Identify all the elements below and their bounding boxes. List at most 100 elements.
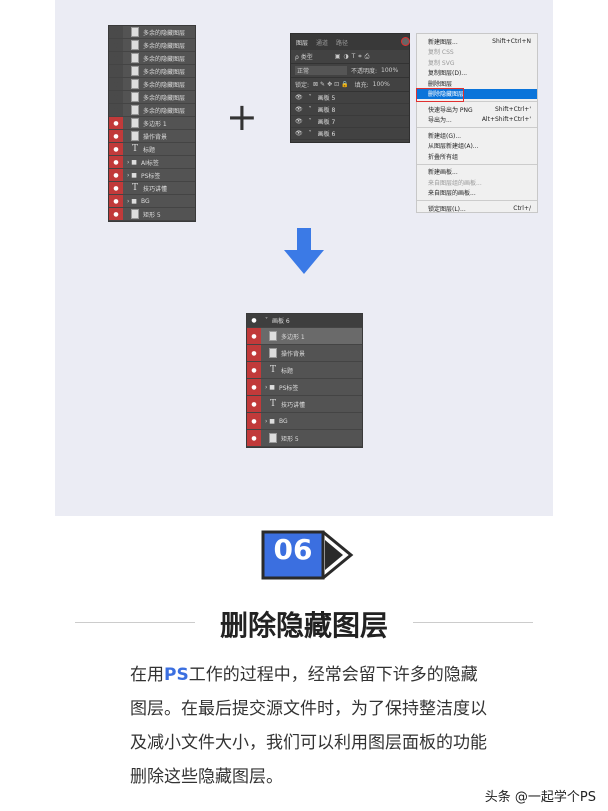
eye-icon[interactable]: ●	[109, 130, 123, 142]
artboard-name: 画板 8	[317, 107, 336, 114]
layer-row[interactable]: ● 多余的隐藏图层	[109, 78, 195, 91]
text-layer-icon: T	[269, 365, 276, 375]
eye-icon[interactable]: ●	[109, 52, 123, 64]
plus-sign: +	[226, 95, 258, 139]
eye-icon[interactable]: ●	[247, 396, 261, 412]
menu-item-label: 来自图层组的画板...	[428, 179, 482, 187]
layers-panel-before: ●多余的隐藏图层●多余的隐藏图层●多余的隐藏图层●多余的隐藏图层●多余的隐藏图层…	[108, 25, 196, 222]
opacity-input[interactable]: 100%	[381, 67, 399, 74]
menu-item[interactable]: 新建图层...Shift+Ctrl+N	[417, 36, 537, 47]
layer-row[interactable]: ●矩形 5	[247, 430, 362, 447]
eye-icon[interactable]: ●	[109, 195, 123, 207]
eye-icon[interactable]: ●	[109, 91, 123, 103]
layer-name: 多余的隐藏图层	[143, 68, 186, 76]
filter-icons[interactable]: ▣◑T⌗⎙	[334, 52, 373, 60]
eye-icon[interactable]: ●	[109, 117, 123, 129]
eye-icon[interactable]: 👁	[295, 94, 303, 101]
layer-name: 多余的隐藏图层	[143, 81, 186, 89]
eye-icon[interactable]: ●	[247, 345, 261, 361]
text-layer-icon: T	[269, 399, 276, 409]
layer-row[interactable]: ●多余的隐藏图层	[109, 104, 195, 117]
layer-row[interactable]: ●矩形 5	[109, 208, 195, 221]
eye-icon[interactable]: ●	[109, 39, 123, 51]
eye-icon[interactable]: ●	[109, 156, 123, 168]
eye-icon[interactable]: ●	[109, 78, 123, 90]
para-text: 在用	[130, 665, 164, 685]
down-arrow-icon	[284, 228, 324, 274]
layer-name: 标题	[143, 146, 156, 154]
menu-separator	[417, 200, 537, 201]
eye-icon[interactable]: ●	[247, 379, 261, 395]
menu-item[interactable]: 锁定图层(L)...Ctrl+/	[417, 203, 537, 214]
layer-row[interactable]: ●操作背景	[247, 345, 362, 362]
menu-separator	[417, 163, 537, 165]
artboard-name: 画板 5	[317, 95, 336, 102]
blend-mode-select[interactable]: 正常	[295, 66, 347, 75]
artboard-row[interactable]: 👁˅画板 8	[291, 104, 409, 116]
layer-row[interactable]: ●› ■AI标签	[109, 156, 195, 169]
menu-item[interactable]: 折叠所有组	[417, 151, 537, 162]
step-number: 06	[273, 533, 313, 566]
layer-thumbnail	[269, 331, 277, 341]
filter-kind[interactable]: ρ 类型	[295, 54, 313, 61]
artboard-row[interactable]: 👁˅画板 7	[291, 116, 409, 128]
menu-item[interactable]: 来自图层的画板...	[417, 188, 537, 199]
chevron-down-icon: ˅	[308, 118, 312, 125]
eye-icon[interactable]: 👁	[295, 130, 303, 137]
eye-icon[interactable]: 👁	[295, 106, 303, 113]
menu-item[interactable]: 从图层新建组(A)...	[417, 141, 537, 152]
artboard-row[interactable]: ●˅画板 6	[247, 314, 362, 328]
eye-icon[interactable]: ●	[247, 362, 261, 378]
layer-row[interactable]: ●› ■PS标签	[109, 169, 195, 182]
menu-item[interactable]: 删除图层	[417, 78, 537, 89]
layer-row[interactable]: ●› ■PS标签	[247, 379, 362, 396]
layer-row[interactable]: ●多余的隐藏图层	[109, 26, 195, 39]
eye-icon[interactable]: ●	[251, 317, 257, 324]
layer-row[interactable]: ●多余的隐藏图层	[109, 52, 195, 65]
eye-icon[interactable]: ●	[109, 104, 123, 116]
tab-2[interactable]: 路径	[336, 39, 349, 47]
artboard-row[interactable]: 👁˅画板 6	[291, 128, 409, 140]
eye-icon[interactable]: ●	[109, 26, 123, 38]
lock-icons[interactable]: ⊠✎✥⊡🔒	[313, 81, 351, 88]
eye-icon[interactable]: ●	[247, 413, 261, 429]
layer-thumbnail	[131, 53, 139, 63]
menu-item[interactable]: 复制图层(D)...	[417, 68, 537, 79]
menu-item[interactable]: 新建画板...	[417, 167, 537, 178]
layer-row[interactable]: ● 多余的隐藏图层	[109, 39, 195, 52]
tab-1[interactable]: 通道	[316, 39, 329, 47]
layer-row[interactable]: ●› ■BG	[109, 195, 195, 208]
layer-row[interactable]: ●多边形 1	[109, 117, 195, 130]
layer-row[interactable]: ●› ■BG	[247, 413, 362, 430]
eye-icon[interactable]: ●	[109, 65, 123, 77]
menu-item-label: 复制 SVG	[428, 59, 455, 67]
fill-input[interactable]: 100%	[372, 81, 390, 88]
eye-icon[interactable]: ●	[247, 430, 261, 446]
menu-item[interactable]: 新建组(G)...	[417, 130, 537, 141]
menu-item[interactable]: 删除隐藏图层	[416, 87, 537, 101]
layer-row[interactable]: ● 多余的隐藏图层	[109, 65, 195, 78]
layer-name: 多余的隐藏图层	[143, 42, 186, 50]
eye-icon[interactable]: ●	[109, 169, 123, 181]
eye-icon[interactable]: ●	[109, 143, 123, 155]
tab-0[interactable]: 图层	[296, 39, 309, 47]
layer-thumbnail	[131, 131, 139, 141]
eye-icon[interactable]: ●	[109, 208, 123, 220]
para-highlight: PS	[164, 665, 189, 685]
layer-row[interactable]: ●操作背景	[109, 130, 195, 143]
folder-icon: › ■	[127, 197, 137, 205]
eye-icon[interactable]: ●	[247, 328, 261, 344]
menu-item-label: 复制 CSS	[428, 49, 454, 57]
menu-item[interactable]: 导出为...Alt+Shift+Ctrl+'	[417, 115, 537, 126]
layer-row[interactable]: ●多余的隐藏图层	[109, 91, 195, 104]
artboard-row[interactable]: 👁˅画板 5	[291, 92, 409, 104]
eye-icon[interactable]: ●	[109, 182, 123, 194]
layer-row[interactable]: ●多边形 1	[247, 328, 362, 345]
eye-icon[interactable]: 👁	[295, 118, 303, 125]
panel-menu-button[interactable]	[401, 37, 410, 46]
